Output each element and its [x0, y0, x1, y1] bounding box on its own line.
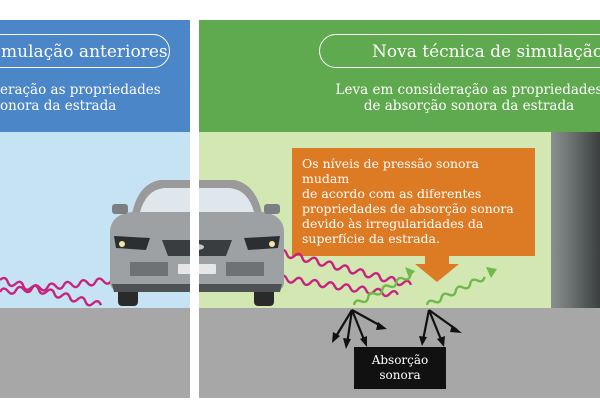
callout-pointer-arrow: [415, 256, 459, 282]
new-simulation-description: Leva em consideração as propriedades de …: [309, 82, 600, 114]
reflected-wave-right-arrowhead: [486, 267, 497, 278]
panel-divider: [190, 20, 199, 398]
absorption-arrowheads: [332, 322, 462, 349]
description-line: de absorção sonora da estrada: [363, 98, 575, 114]
absorption-label-line: Absorção: [371, 353, 429, 367]
sound-wave-right-lower: [278, 274, 399, 298]
description-line: eração as propriedades: [0, 82, 161, 98]
sound-wave-left-upper: [0, 277, 113, 295]
sound-paths-right-layer: [278, 248, 497, 349]
new-simulation-header: [199, 20, 600, 132]
previous-simulation-description: eração as propriedades onora da estrada: [0, 82, 161, 114]
tire-photo: [551, 132, 600, 308]
sound-wave-right-upper: [278, 248, 413, 287]
reflected-wave-right: [425, 276, 486, 306]
callout-line: de acordo com as diferentes: [302, 186, 482, 201]
previous-simulation-panel: mulação anteriores eração as propriedade…: [0, 20, 190, 398]
sound-absorption-label: Absorção sonora: [354, 347, 446, 389]
road-surface-left: [0, 308, 190, 398]
new-simulation-panel: Nova técnica de simulação Leva em consid…: [199, 20, 600, 398]
absorption-arrows-left: [334, 309, 382, 345]
description-line: Leva em consideração as propriedades: [335, 82, 600, 98]
sound-pressure-callout: Os níveis de pressão sonora mudam de aco…: [292, 148, 535, 256]
new-simulation-title: Nova técnica de simulação: [319, 34, 600, 68]
description-line: onora da estrada: [0, 98, 117, 114]
reflected-wave-left-arrowhead: [405, 267, 415, 278]
absorption-label-line: sonora: [379, 368, 421, 382]
sound-wave-left-lower: [0, 276, 103, 307]
callout-line: Os níveis de pressão sonora mudam: [302, 156, 480, 186]
reflected-wave-left: [352, 274, 412, 306]
previous-simulation-title: mulação anteriores: [0, 34, 170, 68]
callout-line: devido às irregularidades da: [302, 216, 484, 231]
sound-wave-left-layer: [0, 276, 113, 307]
callout-line: propriedades de absorção sonora: [302, 201, 514, 216]
callout-line: superfície da estrada.: [302, 231, 440, 246]
